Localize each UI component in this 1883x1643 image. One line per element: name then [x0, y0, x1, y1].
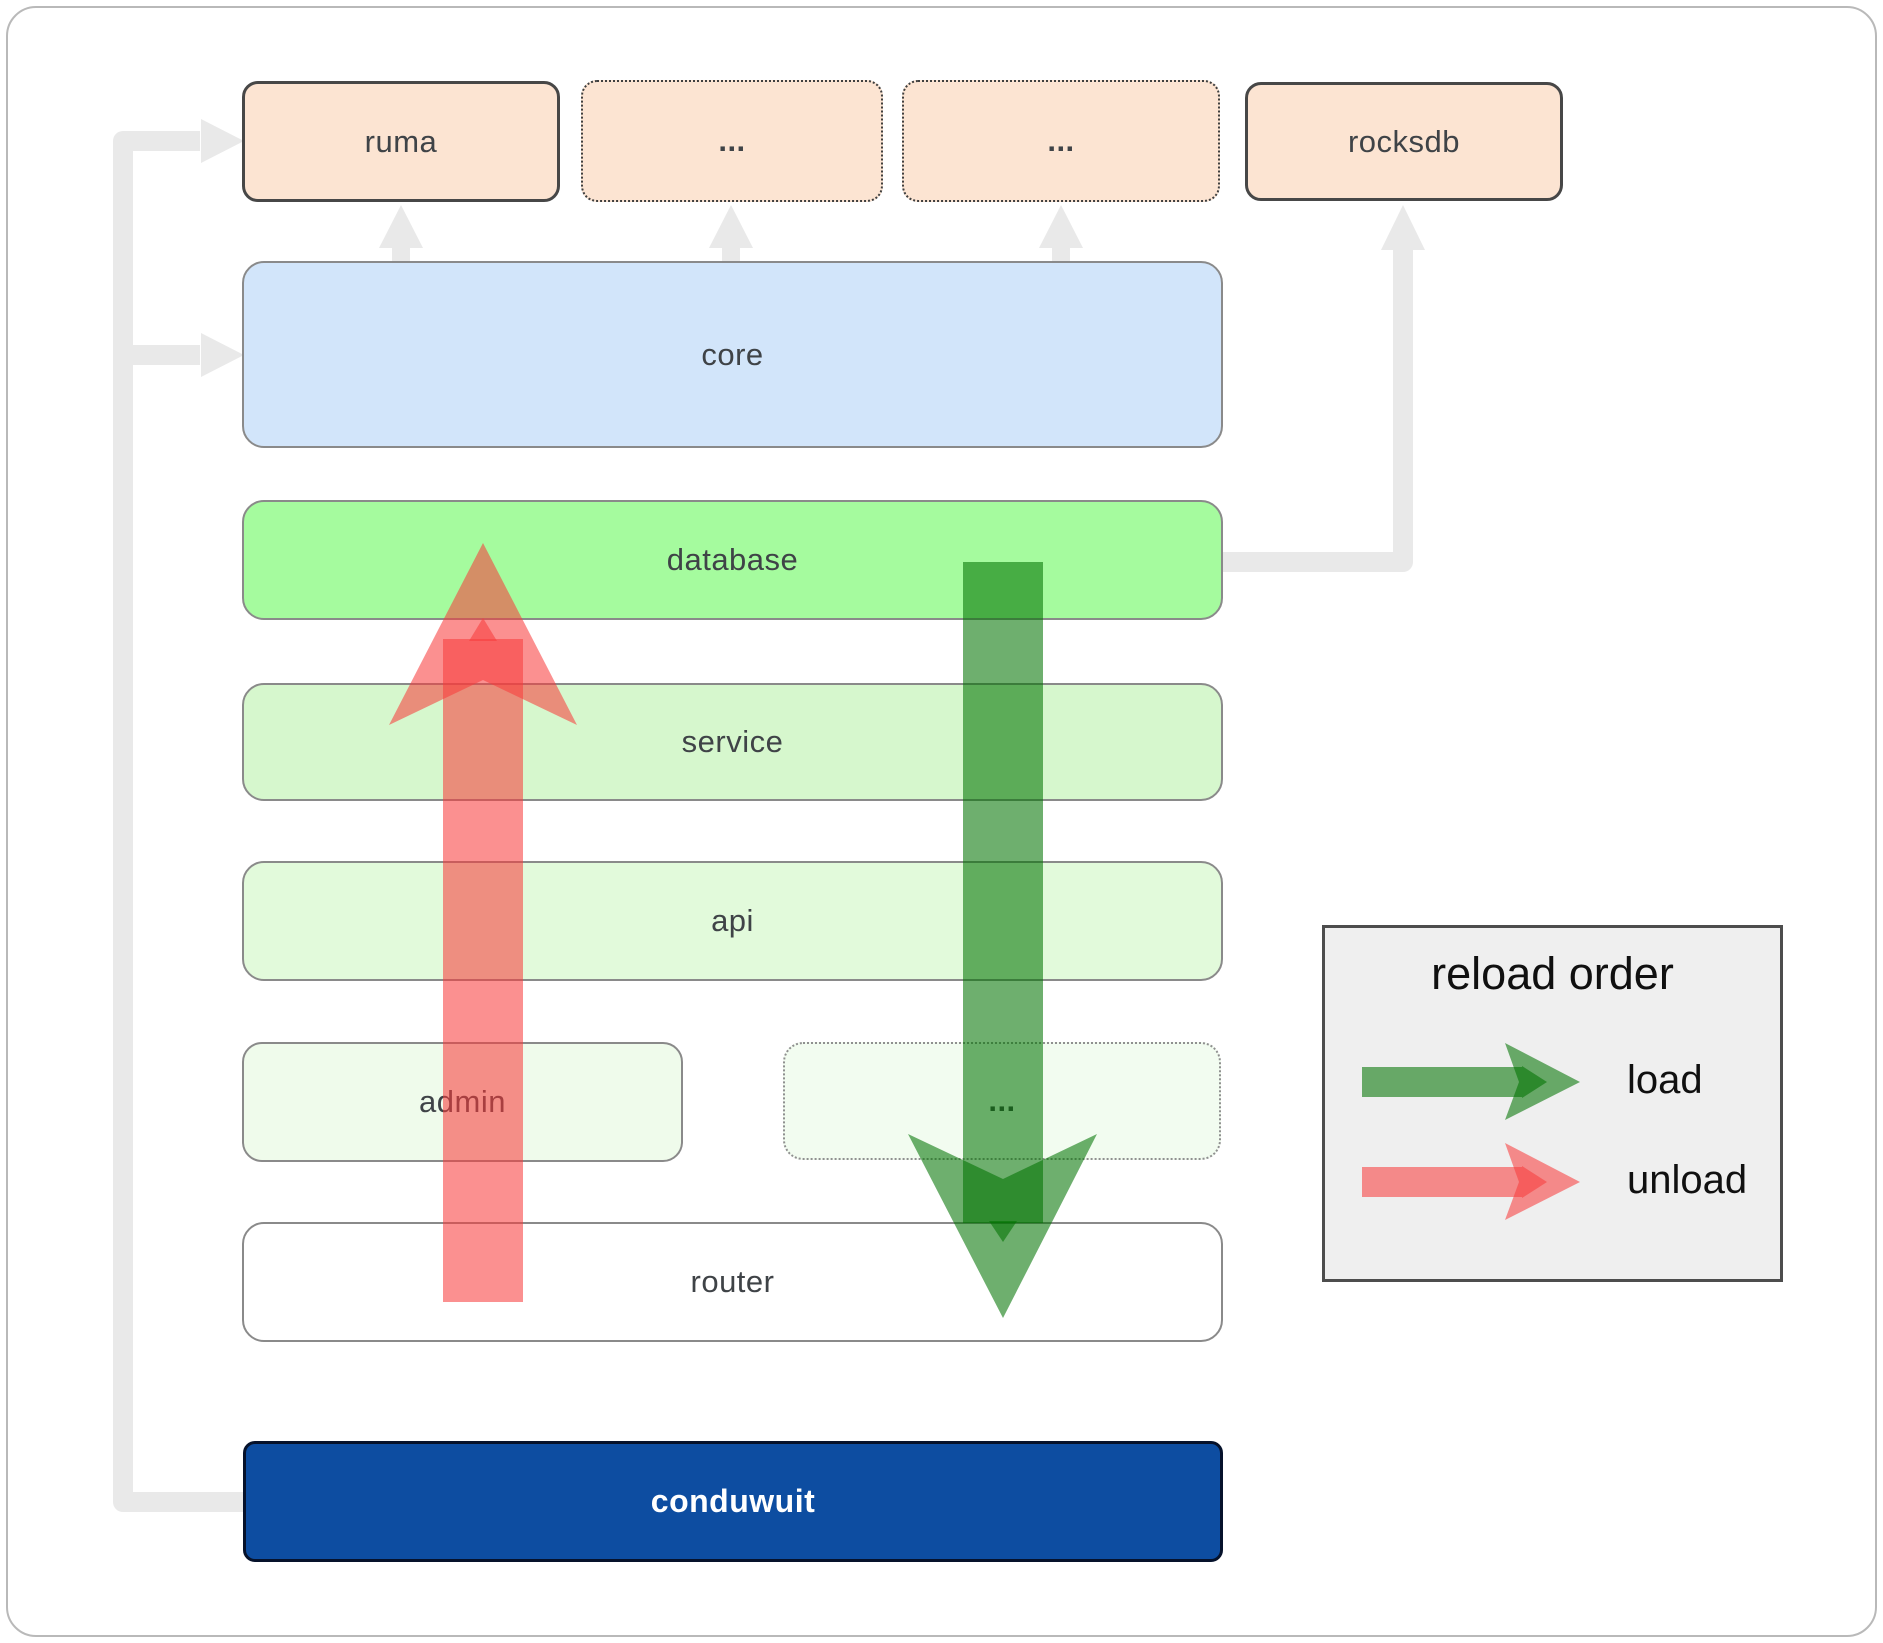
box-crate-ellipsis-2-label: ...: [1047, 123, 1075, 158]
box-admin-ellipsis-label: ...: [988, 1083, 1016, 1118]
box-core: core: [242, 261, 1223, 448]
box-rocksdb: rocksdb: [1245, 82, 1563, 201]
box-api-label: api: [711, 903, 754, 938]
box-conduwuit: conduwuit: [243, 1441, 1223, 1562]
box-database: database: [242, 500, 1223, 620]
box-admin-label: admin: [419, 1084, 506, 1119]
box-admin: admin: [242, 1042, 683, 1162]
box-crate-ellipsis-1-label: ...: [718, 123, 746, 158]
box-api: api: [242, 861, 1223, 981]
box-admin-ellipsis: ...: [783, 1042, 1221, 1160]
box-rocksdb-label: rocksdb: [1347, 123, 1461, 159]
box-crate-ellipsis-2: ...: [902, 80, 1220, 202]
box-service: service: [242, 683, 1223, 801]
box-ruma-label: ruma: [364, 123, 438, 159]
box-conduwuit-label: conduwuit: [650, 1483, 816, 1519]
box-router: router: [242, 1222, 1223, 1342]
box-ruma: ruma: [242, 81, 560, 202]
box-database-label: database: [666, 542, 799, 577]
box-service-label: service: [681, 724, 784, 759]
legend-title: reload order: [1431, 948, 1674, 999]
legend-unload-label: unload: [1627, 1158, 1748, 1202]
box-core-label: core: [701, 336, 764, 372]
box-router-label: router: [690, 1264, 775, 1299]
legend-load-label: load: [1627, 1058, 1703, 1102]
box-crate-ellipsis-1: ...: [581, 80, 883, 202]
